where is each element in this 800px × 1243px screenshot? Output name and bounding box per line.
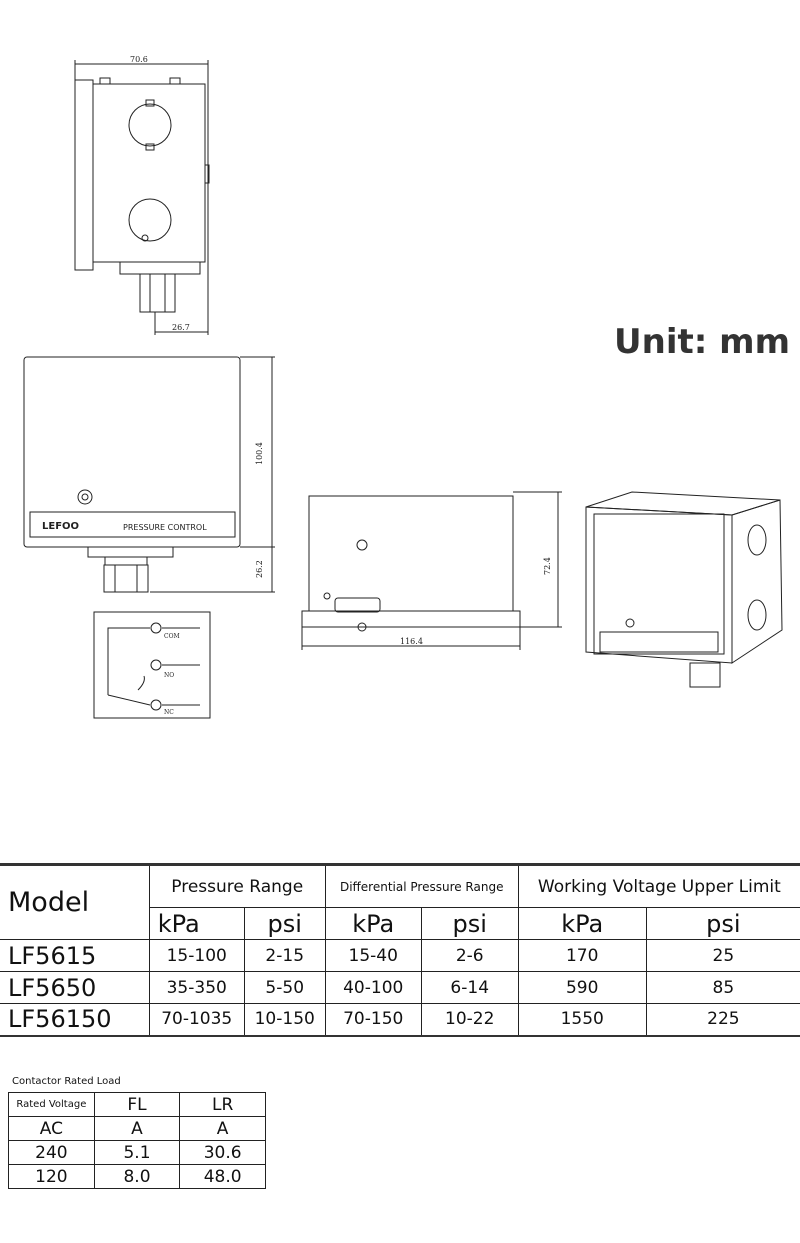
cell: 6-14 (420, 971, 519, 1004)
load-table-title: Contactor Rated Load (12, 1076, 121, 1087)
cell: 15-100 (148, 939, 245, 972)
no-terminal-label: NO (164, 672, 174, 679)
side-view: 72.4 116.4 (301, 491, 562, 650)
cell: 170 (517, 939, 647, 972)
brand-label: LEFOO (42, 521, 79, 532)
wiring-diagram: COM NO NC (93, 611, 211, 719)
unit-label: Unit: mm (614, 322, 791, 362)
cell: 240 (8, 1140, 95, 1165)
dim-side-width: 116.4 (400, 637, 423, 646)
unit-header: kPa (324, 907, 422, 940)
cell: AC (8, 1116, 95, 1141)
cell: 2-6 (420, 939, 519, 972)
cell: 25 (645, 939, 800, 972)
group-header: Working Voltage Upper Limit (517, 864, 800, 908)
dim-side-height: 72.4 (543, 557, 552, 575)
nc-terminal-label: NC (164, 709, 174, 716)
cell: LR (179, 1092, 266, 1117)
dim-top-width: 70.6 (130, 55, 148, 64)
unit-header: psi (645, 907, 800, 940)
pressure-control-label: PRESSURE CONTROL (123, 523, 207, 532)
cell: 48.0 (179, 1164, 266, 1189)
unit-header: kPa (517, 907, 647, 940)
front-view: 100.4 26.2 LEFOO PRESSURE CONTROL (23, 356, 275, 593)
model-header: Model (0, 864, 150, 940)
isometric-view (585, 491, 783, 688)
com-terminal-label: COM (164, 633, 180, 640)
cell: 30.6 (179, 1140, 266, 1165)
group-header: Pressure Range (148, 864, 326, 908)
cell: 40-100 (324, 971, 422, 1004)
cell: 15-40 (324, 939, 422, 972)
model-cell: LF56150 (0, 1003, 150, 1036)
cell: 10-22 (420, 1003, 519, 1036)
cell: FL (93, 1092, 181, 1117)
unit-header: kPa (149, 907, 245, 940)
cell: 5-50 (243, 971, 326, 1004)
dim-front-height: 100.4 (255, 442, 264, 465)
group-header: Differential Pressure Range (324, 864, 519, 908)
cell: 590 (517, 971, 647, 1004)
specification-table: Model Pressure Range Differential Pressu… (0, 863, 800, 1037)
cell: 35-350 (148, 971, 245, 1004)
top-view: 70.6 26.7 (74, 55, 210, 335)
unit-header: psi (243, 907, 326, 940)
cell: 5.1 (93, 1140, 181, 1165)
cell: 70-150 (324, 1003, 422, 1036)
technical-drawing: 70.6 26.7 100.4 26.2 LEFOO PRESSURE CONT… (23, 55, 783, 719)
model-cell: LF5615 (0, 939, 150, 972)
cell: 120 (8, 1164, 95, 1189)
cell: 2-15 (243, 939, 326, 972)
dim-fitting-offset: 26.7 (172, 323, 190, 332)
unit-header: psi (420, 907, 519, 940)
model-cell: LF5650 (0, 971, 150, 1004)
cell: 70-1035 (148, 1003, 245, 1036)
cell: A (179, 1116, 266, 1141)
cell: 10-150 (243, 1003, 326, 1036)
cell: 225 (645, 1003, 800, 1036)
cell: Rated Voltage (8, 1092, 95, 1117)
cell: A (93, 1116, 181, 1141)
dim-fitting-height: 26.2 (255, 560, 264, 578)
cell: 1550 (517, 1003, 647, 1036)
cell: 8.0 (93, 1164, 181, 1189)
cell: 85 (645, 971, 800, 1004)
